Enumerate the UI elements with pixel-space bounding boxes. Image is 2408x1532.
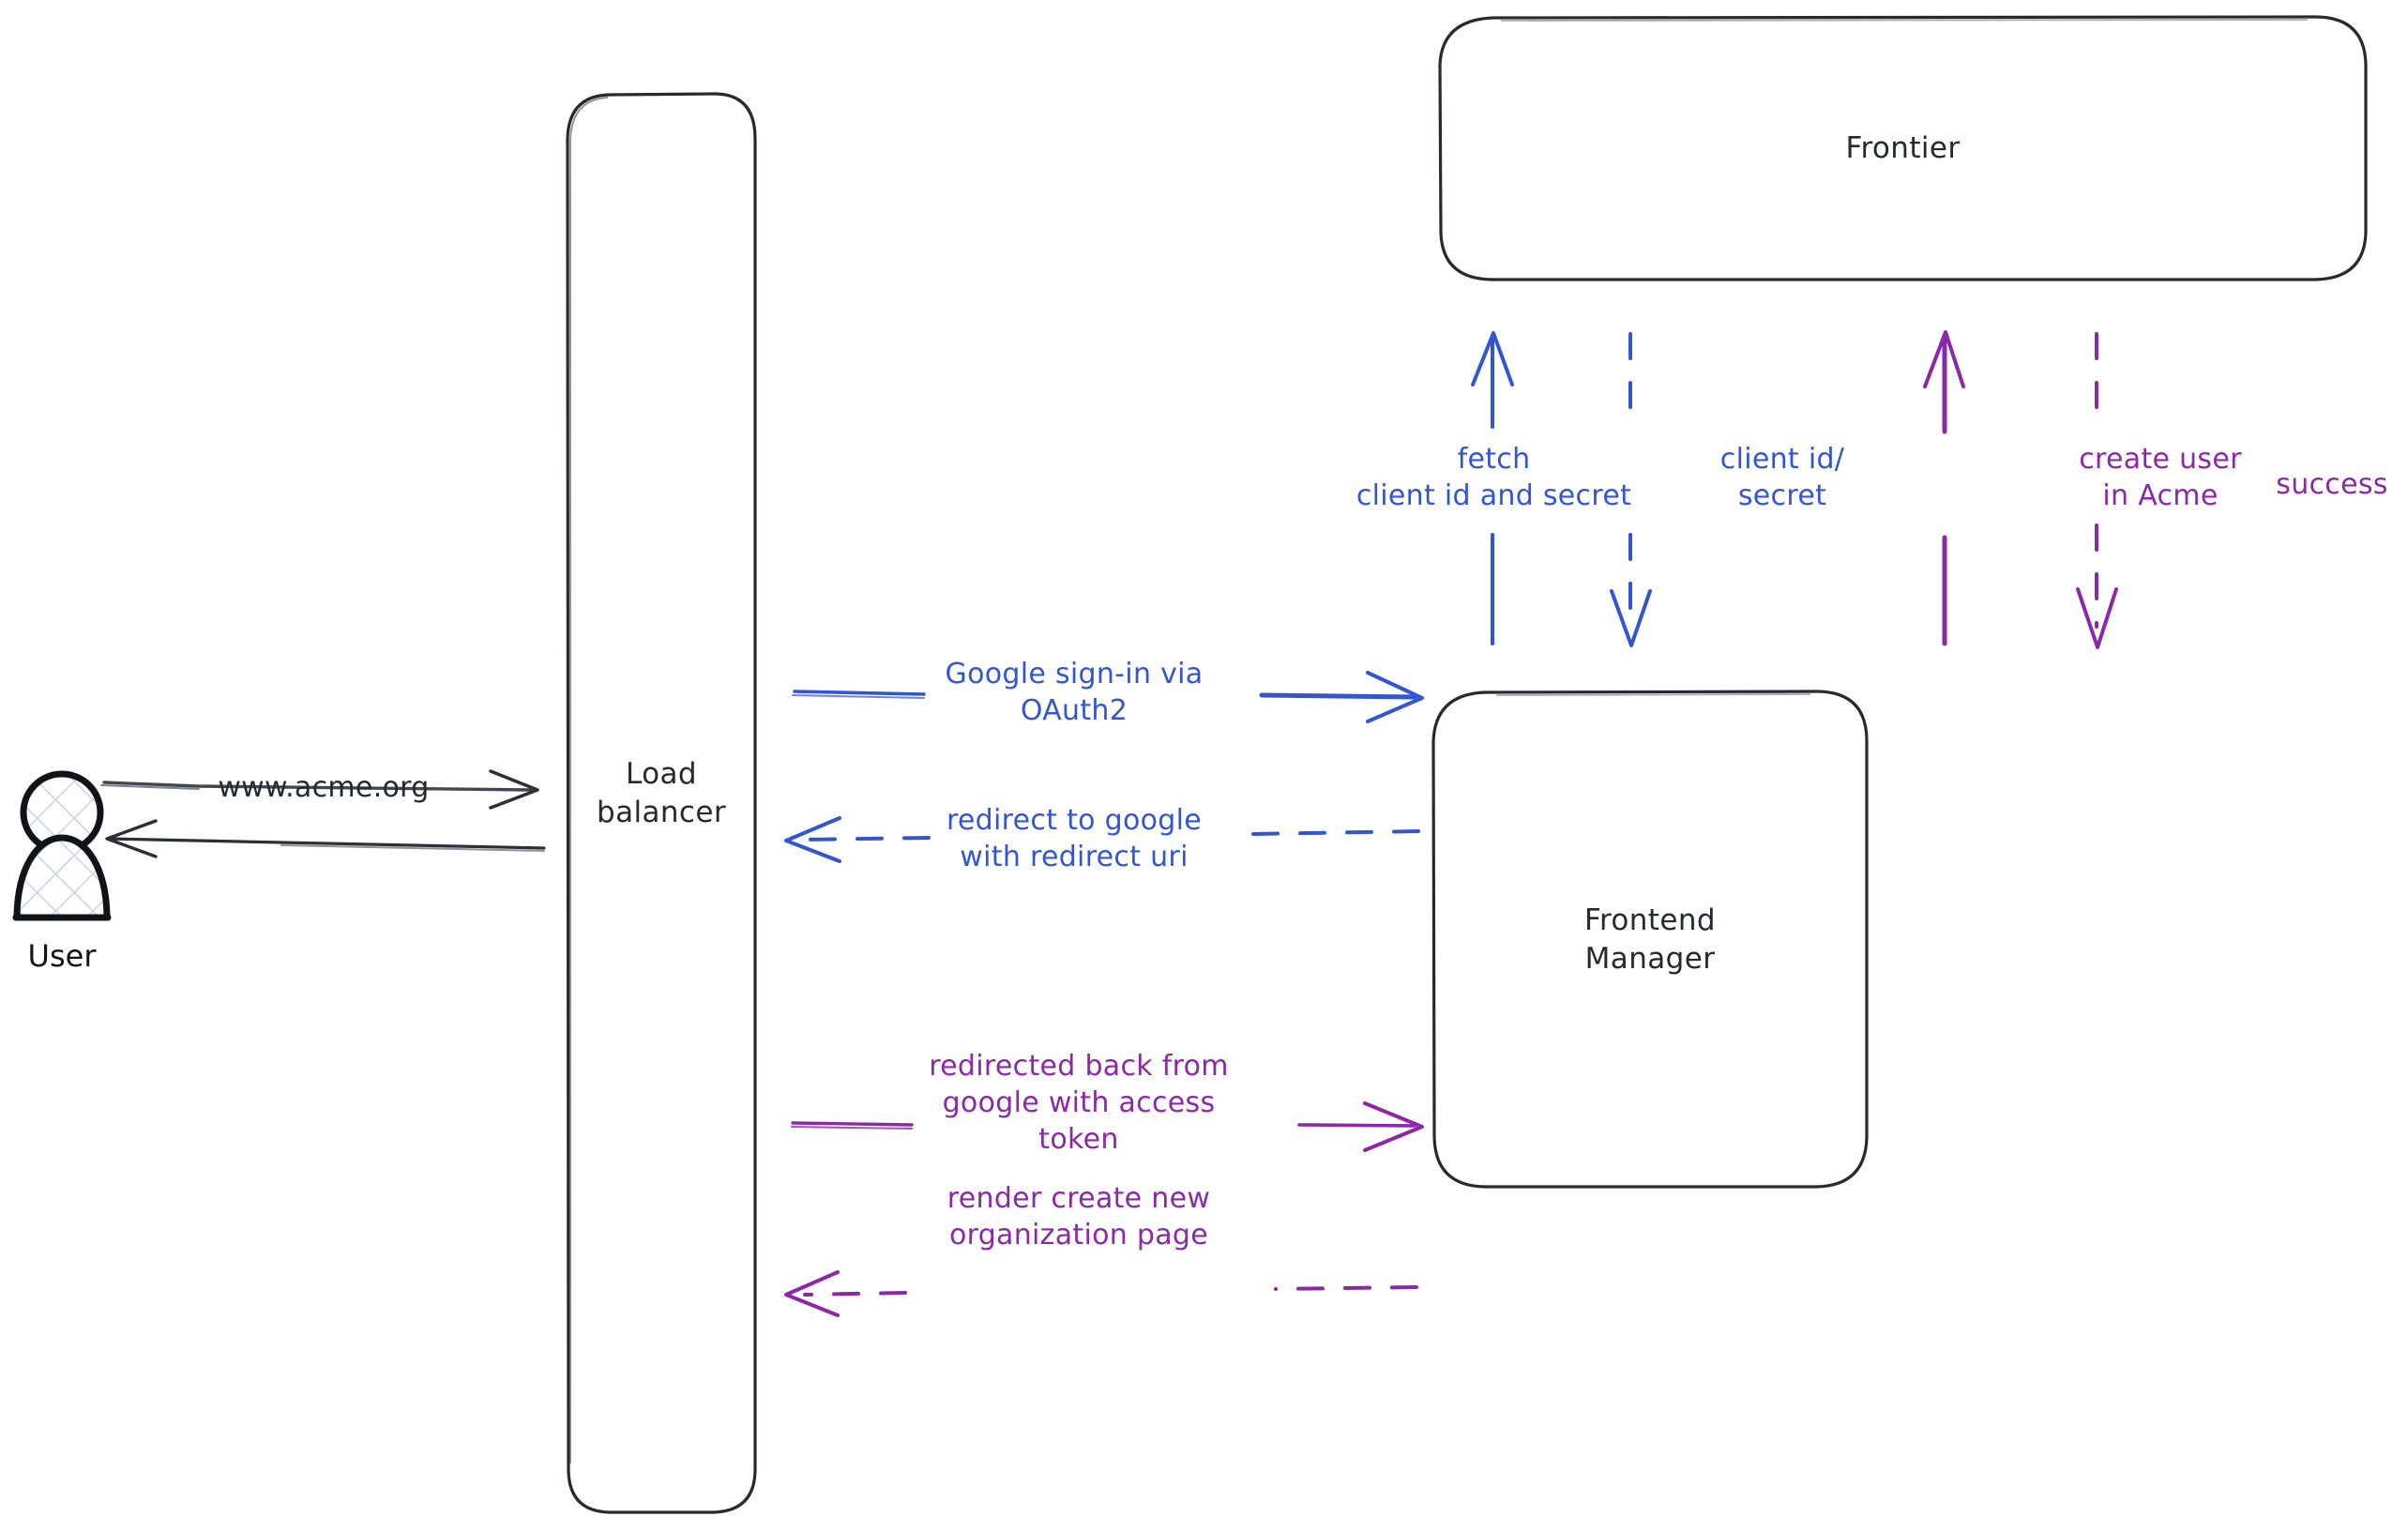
- edge-label-fm-to-lb-redirect: redirect to google with redirect uri: [946, 804, 1203, 873]
- node-frontend-manager[interactable]: [1431, 690, 1869, 1189]
- edge-label-fm-to-lb-render: render create new organization page: [947, 1182, 1211, 1251]
- edge-user-to-lb: [100, 769, 539, 810]
- edge-fm-to-frontier-fetch: [1471, 331, 1514, 645]
- person-icon: [12, 770, 112, 921]
- actor-user-label: User: [27, 938, 97, 974]
- edge-label-lb-to-fm-token: redirected back from google with access …: [929, 1050, 1229, 1156]
- edge-label-user-to-lb: www.acme.org: [218, 771, 430, 804]
- edge-lb-to-fm-token: [791, 1101, 1424, 1152]
- edge-fm-to-frontier-create: [1923, 330, 1965, 646]
- edge-fm-to-lb-redirect: [784, 816, 1420, 863]
- edge-label-frontier-to-fm-success: success: [2276, 468, 2388, 501]
- edge-label-frontier-to-fm-creds: client id/ secret: [1719, 443, 1845, 512]
- edge-label-fm-to-frontier-fetch: fetch client id and secret: [1355, 443, 1632, 512]
- node-frontier[interactable]: [1438, 15, 2368, 281]
- edge-fm-to-lb-render: [784, 1270, 1418, 1317]
- edge-frontier-to-fm-creds: [1610, 332, 1652, 647]
- edge-lb-to-fm-signin: [792, 671, 1424, 723]
- edge-lb-to-user: [105, 819, 546, 858]
- edge-label-fm-to-frontier-create: create user in Acme: [2079, 443, 2242, 512]
- edge-frontier-to-fm-success: [2076, 332, 2118, 649]
- node-load-balancer[interactable]: [566, 92, 757, 1514]
- edge-label-lb-to-fm-signin: Google sign-in via OAuth2: [945, 658, 1204, 727]
